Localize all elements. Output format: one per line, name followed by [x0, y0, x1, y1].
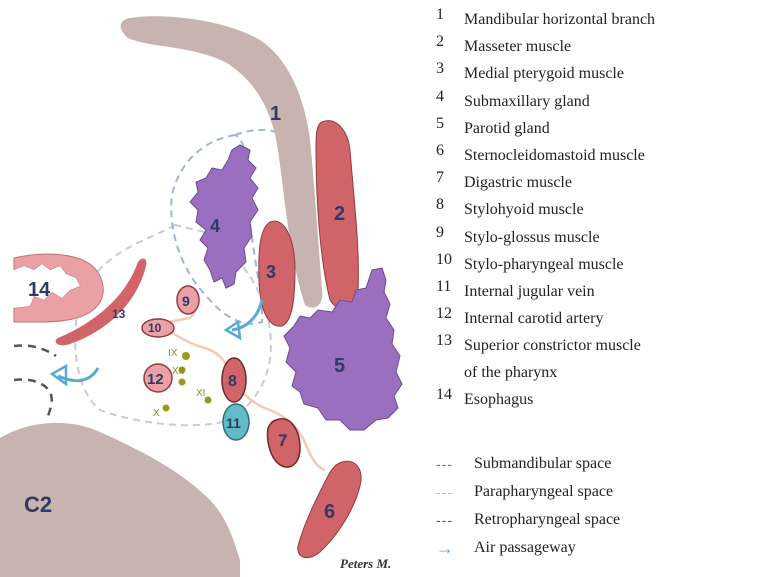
label-13: 13	[112, 307, 126, 321]
legend-number: 14	[436, 386, 464, 404]
space-label: Retropharyngeal space	[474, 511, 620, 529]
legend-label: Superior constrictor muscle of the pharyn…	[464, 332, 641, 386]
legend-label-line2: of the pharynx	[464, 364, 557, 381]
legend-label: Esophagus	[464, 386, 533, 413]
air-arrow-right	[232, 300, 262, 330]
legend-number: 9	[436, 224, 464, 242]
air-arrow-icon: →	[436, 538, 474, 559]
medial-pterygoid-shape	[259, 221, 295, 326]
legend-number: 3	[436, 60, 464, 78]
nerve-xi-dot	[205, 397, 212, 404]
label-6: 6	[324, 501, 335, 523]
label-14: 14	[28, 279, 51, 301]
legend-label: Stylohyoid muscle	[464, 196, 584, 223]
nerve-ix-dot	[182, 352, 190, 360]
legend-label: Internal jugular vein	[464, 278, 595, 305]
space-key-retropharyngeal: ---	[436, 512, 474, 528]
label-11: 11	[226, 415, 241, 431]
legend-number: 8	[436, 196, 464, 214]
nerve-x-dot	[163, 405, 170, 412]
nerve-label-xi: XI	[196, 388, 205, 399]
legend-number: 11	[436, 278, 464, 296]
legend-number: 10	[436, 251, 464, 269]
legend-label-line1: Superior constrictor muscle	[464, 337, 641, 354]
legend-number: 1	[436, 6, 464, 24]
retropharyngeal-space-outline-lower	[14, 380, 52, 417]
legend-number: 2	[436, 33, 464, 51]
label-2: 2	[334, 203, 345, 225]
legend-number: 6	[436, 142, 464, 160]
space-legend-item: ---Parapharyngeal space	[436, 478, 756, 506]
author-signature: Peters M.	[340, 556, 391, 571]
legend-label: Mandibular horizontal branch	[464, 6, 655, 33]
space-legend: ---Submandibular space ---Parapharyngeal…	[436, 450, 756, 562]
legend-label: Submaxillary gland	[464, 88, 590, 115]
label-12: 12	[147, 371, 164, 388]
label-10: 10	[148, 321, 162, 335]
legend-number: 12	[436, 305, 464, 323]
space-label: Submandibular space	[474, 455, 611, 473]
legend-number: 5	[436, 115, 464, 133]
legend-label: Masseter muscle	[464, 33, 571, 60]
legend-number: 13	[436, 332, 464, 350]
space-legend-item: ---Retropharyngeal space	[436, 506, 756, 534]
label-3: 3	[266, 262, 276, 282]
legend-label: Stylo-pharyngeal muscle	[464, 251, 624, 278]
space-legend-item: →Air passageway	[436, 534, 756, 562]
cross-section-diagram: 1 2 3 4 5 6 7 8 9 10 11 12 13 14 IX XII …	[0, 0, 430, 577]
nerve-xii-dot-2	[179, 379, 186, 386]
space-label: Parapharyngeal space	[474, 483, 613, 501]
legend-label: Internal carotid artery	[464, 305, 603, 332]
nerve-label-xii: XII	[172, 366, 184, 377]
space-label: Air passageway	[474, 539, 576, 557]
nerve-label-ix: IX	[168, 348, 178, 359]
nerve-label-x: X	[153, 408, 160, 419]
label-7: 7	[278, 431, 287, 450]
label-9: 9	[182, 293, 190, 309]
legend-label: Digastric muscle	[464, 169, 572, 196]
submaxillary-gland-shape	[190, 145, 258, 288]
legend-number: 7	[436, 169, 464, 187]
legend-label: Sternocleidomastoid muscle	[464, 142, 645, 169]
structure-legend: 1Mandibular horizontal branch 2Masseter …	[436, 6, 756, 413]
label-5: 5	[334, 355, 345, 377]
legend-label: Parotid gland	[464, 115, 550, 142]
space-key-parapharyngeal: ---	[436, 484, 474, 500]
c2-label: C2	[24, 492, 52, 517]
legend-label: Stylo-glossus muscle	[464, 224, 600, 251]
legend-label: Medial pterygoid muscle	[464, 60, 624, 87]
label-8: 8	[228, 373, 237, 390]
retropharyngeal-space-outline	[14, 345, 56, 356]
space-key-submandibular: ---	[436, 456, 474, 472]
label-1: 1	[270, 103, 281, 125]
label-4: 4	[210, 216, 220, 236]
space-legend-item: ---Submandibular space	[436, 450, 756, 478]
legend-number: 4	[436, 88, 464, 106]
